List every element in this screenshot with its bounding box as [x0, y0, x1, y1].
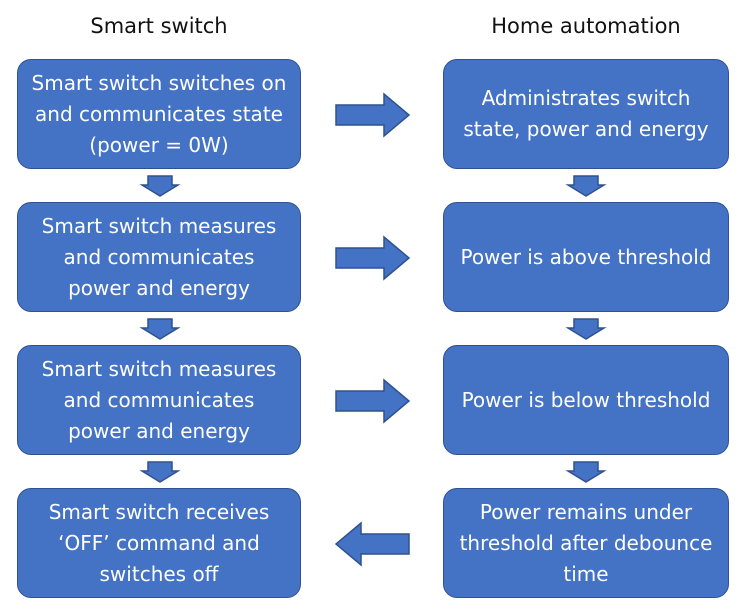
smart-switch-measures-box-2: Smart switch measures and communicates p…	[17, 345, 301, 455]
down-arrow-left-2	[139, 318, 181, 340]
smart-switch-measures-box-1: Smart switch measures and communicates p…	[17, 202, 301, 312]
down-arrow-right-3	[565, 461, 607, 483]
power-above-threshold-box: Power is above threshold	[443, 202, 729, 312]
right-arrow-2	[335, 235, 411, 281]
smart-switch-off-box: Smart switch receives ‘OFF’ command and …	[17, 488, 301, 598]
power-below-threshold-box: Power is below threshold	[443, 345, 729, 455]
down-arrow-left-1	[139, 175, 181, 197]
down-arrow-right-2	[565, 318, 607, 340]
left-arrow	[334, 521, 410, 567]
smart-switch-on-box: Smart switch switches on and communicate…	[17, 59, 301, 169]
right-arrow-3	[335, 378, 411, 424]
power-remains-under-box: Power remains under threshold after debo…	[443, 488, 729, 598]
down-arrow-right-1	[565, 175, 607, 197]
administrates-state-box: Administrates switch state, power and en…	[443, 59, 729, 169]
down-arrow-left-3	[139, 461, 181, 483]
left-column-title: Smart switch	[90, 14, 228, 38]
right-arrow-1	[335, 92, 411, 138]
right-column-title: Home automation	[491, 14, 681, 38]
